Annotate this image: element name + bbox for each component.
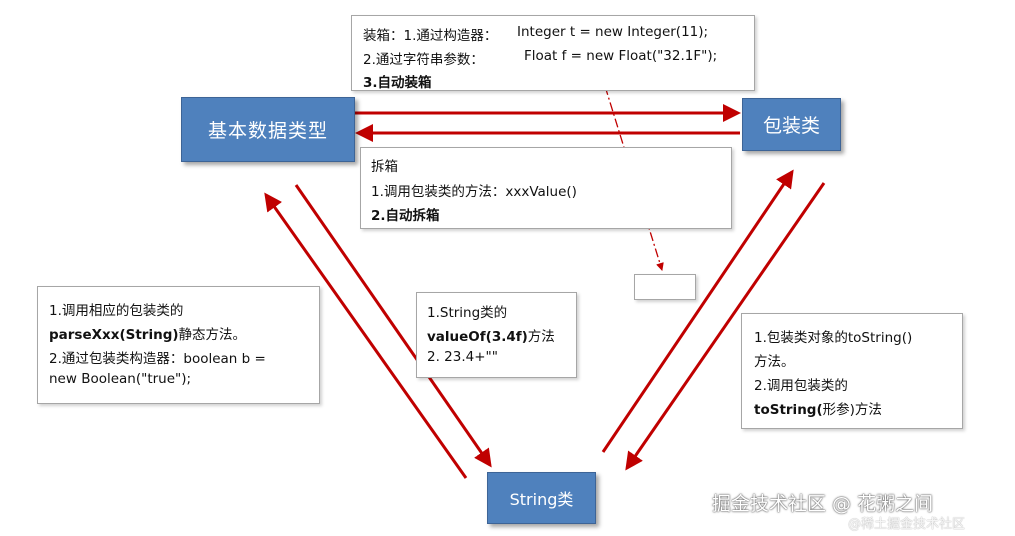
p2s-line2-method: valueOf(3.4f) <box>427 329 528 345</box>
note-primitive-to-string: 1.String类的 valueOf(3.4f)方法 2. 23.4+"" <box>416 292 577 378</box>
s2p-line2-method: parseXxx(String) <box>49 327 179 343</box>
s2p-line4: new Boolean("true"); <box>49 371 192 387</box>
boxing-line2-code: Float f = new Float("32.1F"); <box>524 48 718 64</box>
p2s-line1: 1.String类的 <box>427 305 508 321</box>
note-wrapper-to-string: 1.包装类对象的toString() 方法。 2.调用包装类的 toString… <box>741 313 963 429</box>
arrow-primitive-to-string <box>294 184 492 468</box>
unboxing-line1: 拆箱 <box>371 159 398 175</box>
boxing-line1-label: 装箱：1.通过构造器： <box>363 28 498 44</box>
w2s-line4-mid: 形参 <box>822 402 850 418</box>
note-string-to-primitive: 1.调用相应的包装类的 parseXxx(String)静态方法。 2.通过包装… <box>37 286 320 404</box>
p2s-line2: valueOf(3.4f)方法 <box>427 325 555 345</box>
watermark-main: 掘金技术社区 @ 花粥之间 <box>712 493 934 515</box>
empty-small-box <box>634 274 696 300</box>
unboxing-line2: 1.调用包装类的方法：xxxValue() <box>371 184 577 200</box>
arrow-string-to-wrapper <box>601 169 794 453</box>
node-wrapper-class: 包装类 <box>742 98 841 151</box>
w2s-line4: toString(形参)方法 <box>754 398 882 418</box>
boxing-line3: 3.自动装箱 <box>363 75 432 91</box>
w2s-line2: 方法。 <box>754 354 795 370</box>
s2p-line2-rest: 静态方法。 <box>178 327 247 343</box>
note-unboxing: 拆箱 1.调用包装类的方法：xxxValue() 2.自动拆箱 <box>360 147 732 229</box>
unboxing-line3: 2.自动拆箱 <box>371 208 440 224</box>
arrow-string-to-primitive <box>264 192 468 479</box>
w2s-line3: 2.调用包装类的 <box>754 378 848 394</box>
note-boxing: 装箱：1.通过构造器： Integer t = new Integer(11);… <box>351 15 755 91</box>
boxing-line1-code: Integer t = new Integer(11); <box>517 24 709 40</box>
watermark-sub: @稀土掘金技术社区 <box>848 517 966 532</box>
p2s-line2-rest: 方法 <box>527 329 555 345</box>
s2p-line2: parseXxx(String)静态方法。 <box>49 323 246 343</box>
node-wrapper-class-label: 包装类 <box>762 115 820 137</box>
node-string-class: String类 <box>487 472 596 524</box>
s2p-line3: 2.通过包装类构造器：boolean b = <box>49 351 266 367</box>
w2s-line1: 1.包装类对象的toString() <box>754 330 913 346</box>
w2s-line4-start: toString( <box>754 402 823 418</box>
node-string-class-label: String类 <box>509 490 574 509</box>
node-primitive-types: 基本数据类型 <box>181 97 355 162</box>
p2s-line3: 2. 23.4+"" <box>427 349 498 365</box>
boxing-line2-label: 2.通过字符串参数： <box>363 52 484 68</box>
w2s-line4-end: )方法 <box>849 402 882 418</box>
node-primitive-types-label: 基本数据类型 <box>207 120 328 142</box>
s2p-line1: 1.调用相应的包装类的 <box>49 303 184 319</box>
arrow-wrapper-to-string <box>625 182 826 471</box>
